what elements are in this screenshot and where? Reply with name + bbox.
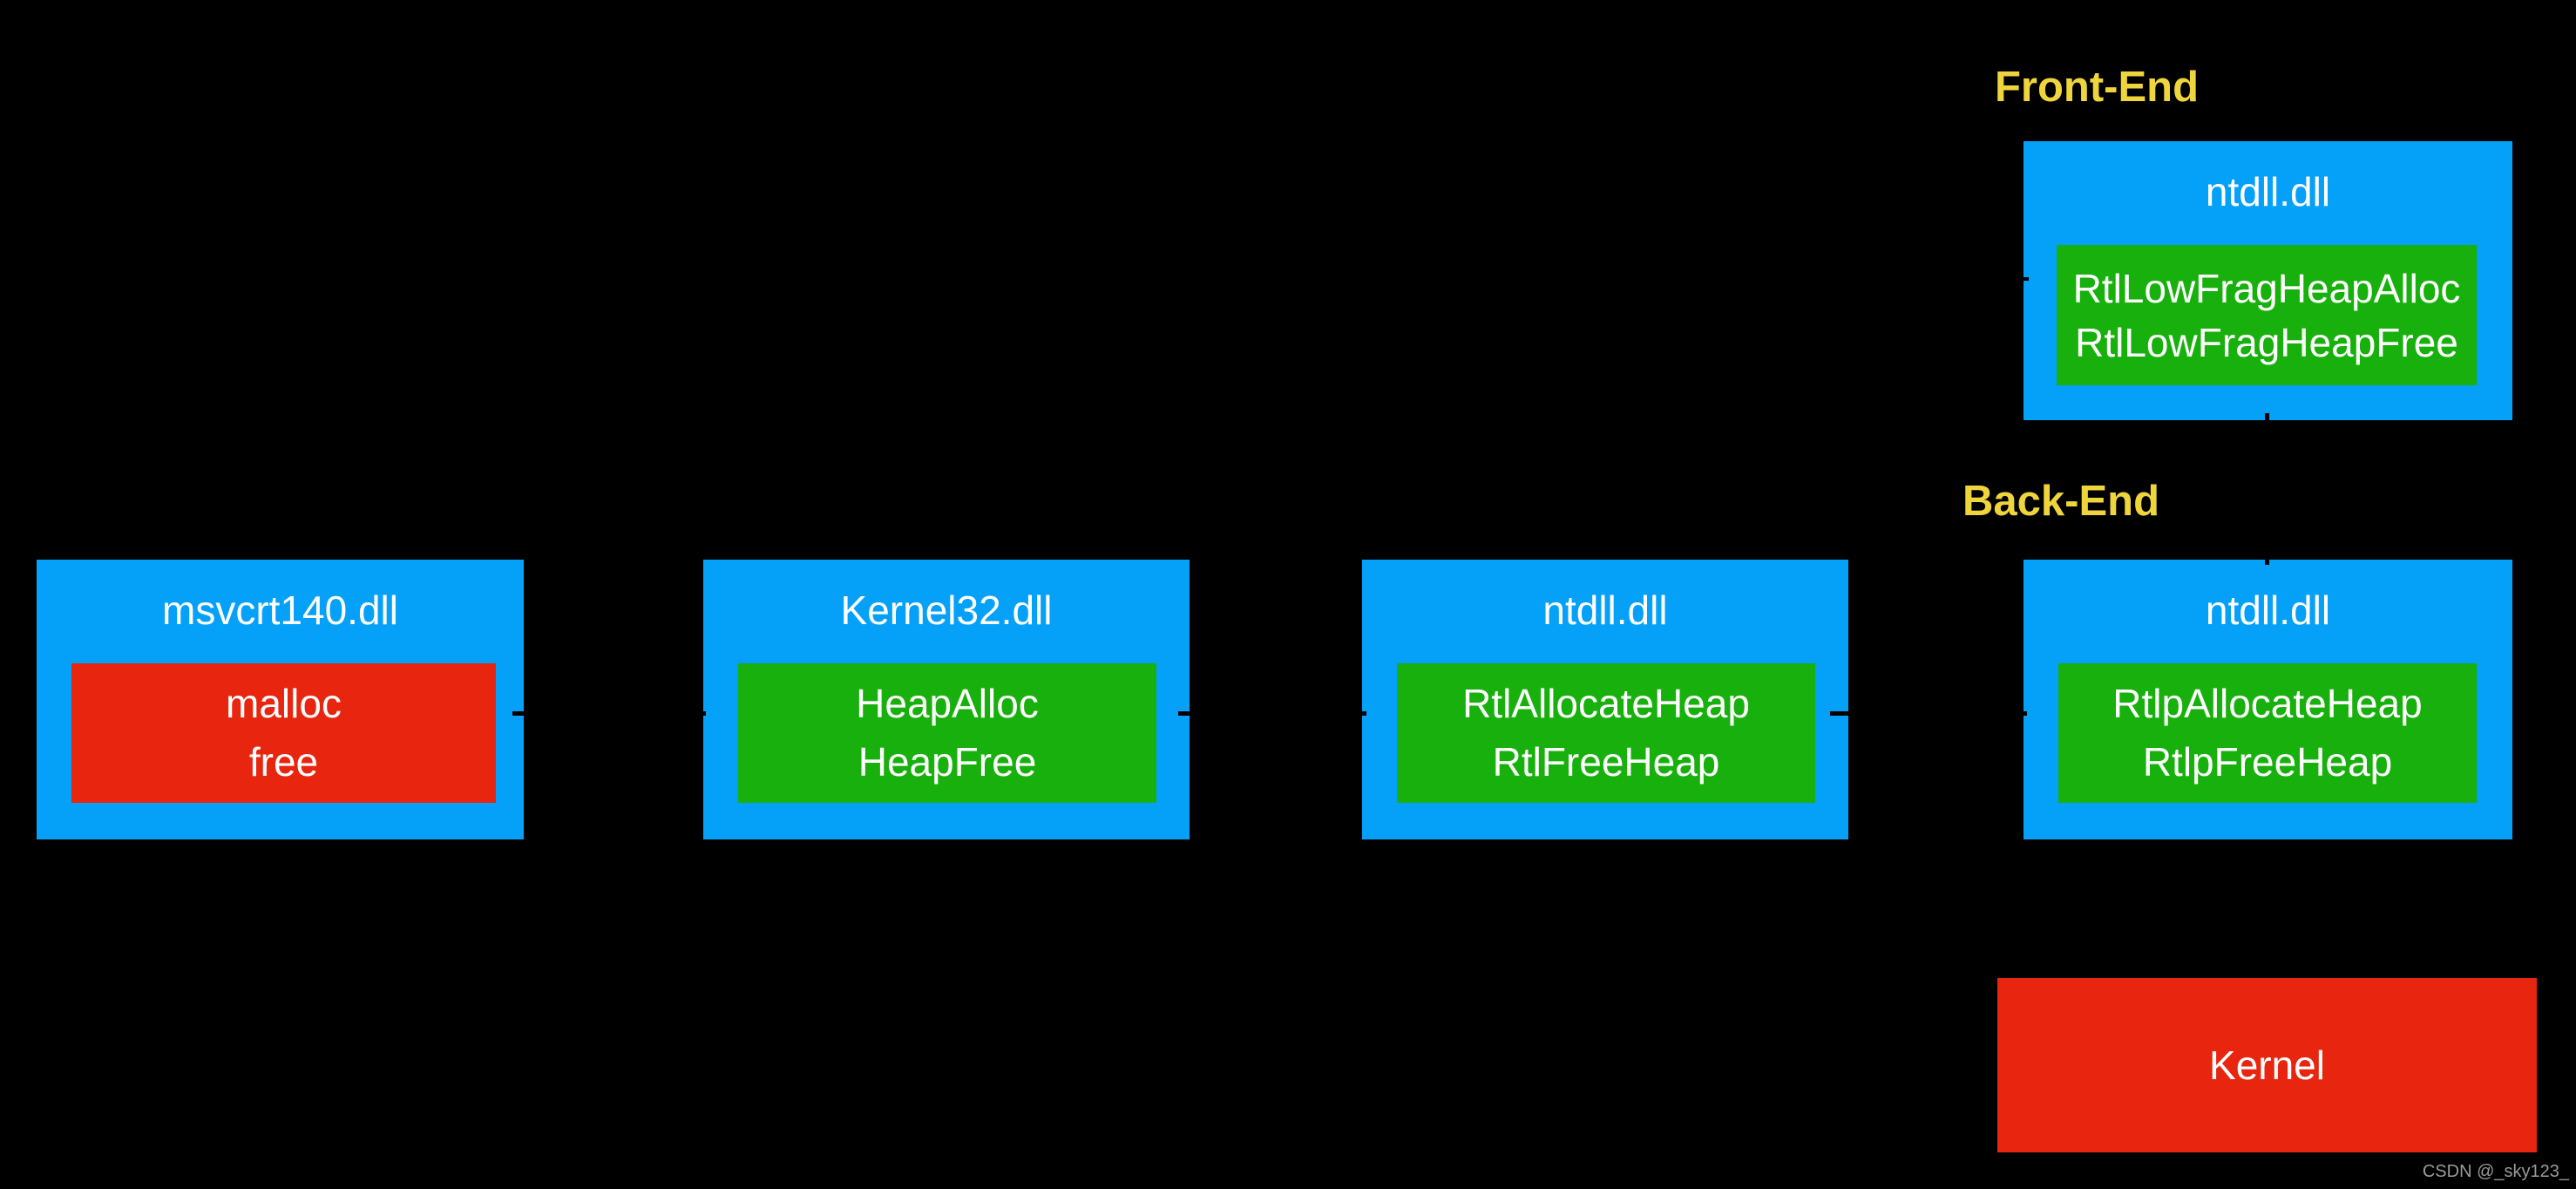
connector-kernel32-to-ntdll bbox=[1178, 711, 1366, 716]
watermark: CSDN @_sky123_ bbox=[2422, 1162, 2569, 1181]
dll-box-kernel32: Kernel32.dll HeapAlloc HeapFree bbox=[703, 560, 1190, 839]
kernel-label: Kernel bbox=[2209, 1043, 2325, 1088]
dll-box-ntdll-backend: ntdll.dll RtlpAllocateHeap RtlpFreeHeap bbox=[2024, 560, 2512, 839]
function-box-heapalloc-heapfree: HeapAlloc HeapFree bbox=[738, 663, 1156, 803]
function-box-lowfrag: RtlLowFragHeapAlloc RtlLowFragHeapFree bbox=[2057, 245, 2477, 385]
connector-msvcrt-to-kernel32 bbox=[512, 711, 706, 716]
dll-box-title: msvcrt140.dll bbox=[162, 588, 398, 633]
function-name: RtlAllocateHeap bbox=[1462, 681, 1750, 726]
dll-box-title: ntdll.dll bbox=[2205, 169, 2331, 214]
dll-box-title: Kernel32.dll bbox=[840, 588, 1053, 633]
dll-box-title: ntdll.dll bbox=[1542, 588, 1668, 633]
function-name: free bbox=[248, 739, 319, 785]
function-box-rtlpallocateheap: RtlpAllocateHeap RtlpFreeHeap bbox=[2058, 663, 2477, 803]
dll-box-ntdll-frontend: ntdll.dll RtlLowFragHeapAlloc RtlLowFrag… bbox=[2024, 141, 2512, 420]
function-box-malloc-free: malloc free bbox=[71, 663, 496, 803]
front-end-label: Front-End bbox=[1995, 64, 2200, 111]
connector-frontend-to-backend bbox=[2265, 413, 2269, 565]
back-end-label: Back-End bbox=[1963, 478, 2160, 525]
function-name: RtlpFreeHeap bbox=[2142, 739, 2393, 785]
function-name: HeapFree bbox=[858, 739, 1037, 785]
dll-box-msvcrt140: msvcrt140.dll malloc free bbox=[37, 560, 524, 839]
function-name: HeapAlloc bbox=[856, 681, 1039, 726]
function-name: RtlpAllocateHeap bbox=[2112, 681, 2423, 726]
function-box-rtlallocateheap: RtlAllocateHeap RtlFreeHeap bbox=[1397, 663, 1815, 803]
dll-box-title: ntdll.dll bbox=[2205, 588, 2331, 633]
function-name: malloc bbox=[226, 681, 342, 726]
connector-frontend-left-tick bbox=[2017, 277, 2029, 281]
function-name: RtlLowFragHeapFree bbox=[2075, 319, 2458, 365]
kernel-box: Kernel bbox=[1997, 978, 2537, 1152]
function-name: RtlFreeHeap bbox=[1492, 739, 1720, 785]
function-name: RtlLowFragHeapAlloc bbox=[2072, 265, 2461, 311]
connector-ntdll-to-backend bbox=[1830, 711, 2027, 716]
dll-box-ntdll-api: ntdll.dll RtlAllocateHeap RtlFreeHeap bbox=[1362, 560, 1848, 839]
